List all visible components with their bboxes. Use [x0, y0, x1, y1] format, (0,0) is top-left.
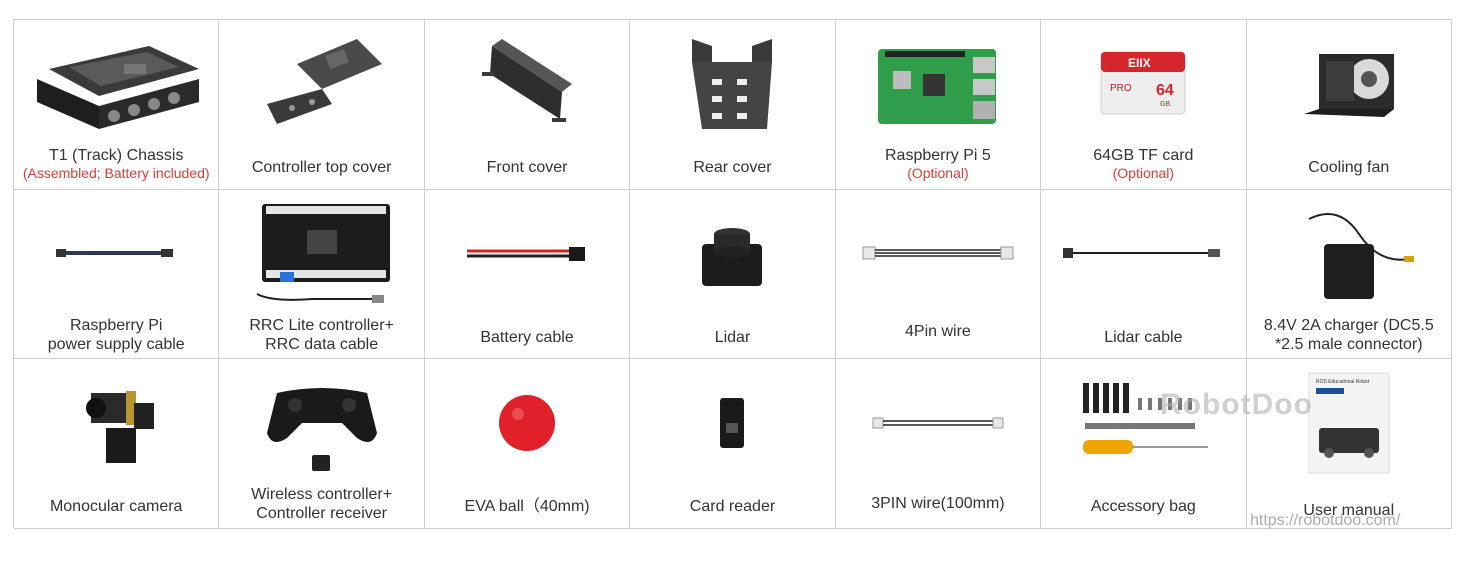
sd-size: 64 — [1156, 82, 1174, 99]
item-charger: 8.4V 2A charger (DC5.5 *2.5 male connect… — [1246, 190, 1452, 359]
item-caption: Lidar — [630, 328, 834, 347]
item-caption: User manual — [1247, 501, 1451, 520]
item-label: Wireless controller+ — [251, 486, 393, 503]
item-caption: Wireless controller+ Controller receiver — [219, 485, 423, 523]
item-caption: Lidar cable — [1041, 328, 1245, 347]
item-caption: 3PIN wire(100mm) — [836, 494, 1040, 513]
item-label: Card reader — [689, 498, 776, 515]
sd-brand: EIIX — [1128, 56, 1151, 70]
item-label: Battery cable — [480, 329, 574, 346]
item-label: 8.4V 2A charger (DC5.5 — [1263, 317, 1434, 334]
item-label: 3PIN wire(100mm) — [871, 495, 1005, 512]
battery-cable-image — [425, 198, 629, 310]
item-card-reader: Card reader — [630, 359, 836, 529]
item-caption: Controller top cover — [219, 158, 423, 177]
user-manual-image: ROS Educational Robot — [1247, 367, 1451, 479]
camera-image — [14, 367, 218, 479]
item-label-line2: RRC data cable — [265, 336, 379, 353]
item-label: Controller top cover — [251, 159, 392, 176]
item-track-chassis: T1 (Track) Chassis (Assembled; Battery i… — [14, 20, 220, 190]
raspberry-pi-image — [836, 28, 1040, 140]
item-pi-power-cable: Raspberry Pi power supply cable — [14, 190, 220, 359]
item-label: Raspberry Pi — [69, 317, 163, 334]
front-cover-image — [425, 28, 629, 140]
item-label: Accessory bag — [1090, 498, 1196, 515]
item-cooling-fan: Cooling fan — [1246, 20, 1452, 190]
watermark-text: RobotDoo — [1160, 388, 1313, 421]
item-caption: EVA ball（40mm) — [425, 497, 629, 516]
manual-title: ROS Educational Robot — [1316, 379, 1370, 385]
item-rrc-lite-controller: RRC Lite controller+ RRC data cable — [219, 190, 425, 359]
track-chassis-image — [14, 28, 218, 140]
item-label-line2: *2.5 male connector) — [1274, 336, 1423, 353]
item-lidar-cable: Lidar cable — [1041, 190, 1247, 359]
item-wireless-controller: Wireless controller+ Controller receiver — [219, 359, 425, 529]
item-label: Monocular camera — [49, 498, 183, 515]
item-caption: Cooling fan — [1247, 158, 1451, 177]
item-label-line2: power supply cable — [47, 336, 185, 353]
item-caption: Raspberry Pi power supply cable — [14, 316, 218, 354]
item-4pin-wire: 4Pin wire — [835, 190, 1042, 359]
item-controller-top-cover: Controller top cover — [219, 20, 425, 190]
item-label: Lidar — [714, 329, 751, 346]
sd-unit: GB — [1160, 101, 1170, 108]
item-battery-cable: Battery cable — [424, 190, 631, 359]
item-caption: Monocular camera — [14, 497, 218, 516]
item-label: Rear cover — [693, 159, 772, 176]
item-caption: 8.4V 2A charger (DC5.5 *2.5 male connect… — [1247, 316, 1451, 354]
item-label: 64GB TF card — [1093, 147, 1194, 164]
item-accessory-bag: Accessory bag — [1041, 359, 1247, 529]
item-caption: Front cover — [425, 158, 629, 177]
item-note: (Optional) — [1112, 165, 1175, 181]
power-cable-image — [14, 198, 218, 310]
accessory-bag-image — [1041, 367, 1245, 479]
rear-cover-image — [630, 28, 834, 140]
item-label: Raspberry Pi 5 — [885, 147, 991, 164]
item-caption: Card reader — [630, 497, 834, 516]
item-rear-cover: Rear cover — [630, 20, 836, 190]
item-caption: 64GB TF card (Optional) — [1041, 146, 1245, 182]
top-cover-image — [219, 28, 423, 140]
sd-series: PRO — [1110, 83, 1132, 94]
item-label-line2: Controller receiver — [256, 505, 387, 522]
item-3pin-wire: 3PIN wire(100mm) — [835, 359, 1042, 529]
item-caption: Rear cover — [630, 158, 834, 177]
gamepad-image — [219, 367, 423, 479]
item-lidar: Lidar — [630, 190, 836, 359]
item-label: Lidar cable — [1104, 329, 1183, 346]
item-caption: Battery cable — [425, 328, 629, 347]
item-label: T1 (Track) Chassis — [48, 147, 184, 164]
rrc-controller-image — [219, 198, 423, 310]
lidar-cable-image — [1041, 198, 1245, 310]
eva-ball-image — [425, 367, 629, 479]
package-contents-grid: T1 (Track) Chassis (Assembled; Battery i… — [13, 19, 1452, 529]
item-caption: Raspberry Pi 5 (Optional) — [836, 146, 1040, 182]
card-reader-image — [630, 367, 834, 479]
item-note: (Assembled; Battery included) — [22, 165, 210, 181]
item-label: User manual — [1303, 502, 1395, 519]
item-caption: 4Pin wire — [836, 322, 1040, 341]
tf-card-image: EIIX PRO 64 GB — [1041, 28, 1245, 140]
item-raspberry-pi-5: Raspberry Pi 5 (Optional) — [835, 20, 1042, 190]
item-label: Front cover — [486, 159, 568, 176]
item-tf-card: EIIX PRO 64 GB 64GB TF card (Optional) — [1041, 20, 1247, 190]
item-note: (Optional) — [907, 165, 969, 181]
item-user-manual: ROS Educational Robot User manual — [1246, 359, 1452, 529]
item-eva-ball: EVA ball（40mm) — [424, 359, 631, 529]
item-label: 4Pin wire — [905, 323, 971, 340]
3pin-wire-image — [836, 367, 1040, 479]
watermark-url: https://robotdoo.com/ — [1250, 512, 1401, 529]
item-front-cover: Front cover — [424, 20, 631, 190]
item-caption: T1 (Track) Chassis (Assembled; Battery i… — [14, 146, 218, 182]
item-label: Cooling fan — [1308, 159, 1390, 176]
4pin-wire-image — [836, 198, 1040, 310]
item-label: EVA ball（40mm) — [464, 498, 590, 515]
item-label: RRC Lite controller+ — [249, 317, 394, 334]
item-caption: RRC Lite controller+ RRC data cable — [219, 316, 423, 354]
item-caption: Accessory bag — [1041, 497, 1245, 516]
charger-image — [1247, 198, 1451, 310]
lidar-image — [630, 198, 834, 310]
cooling-fan-image — [1247, 28, 1451, 140]
item-monocular-camera: Monocular camera — [14, 359, 220, 529]
